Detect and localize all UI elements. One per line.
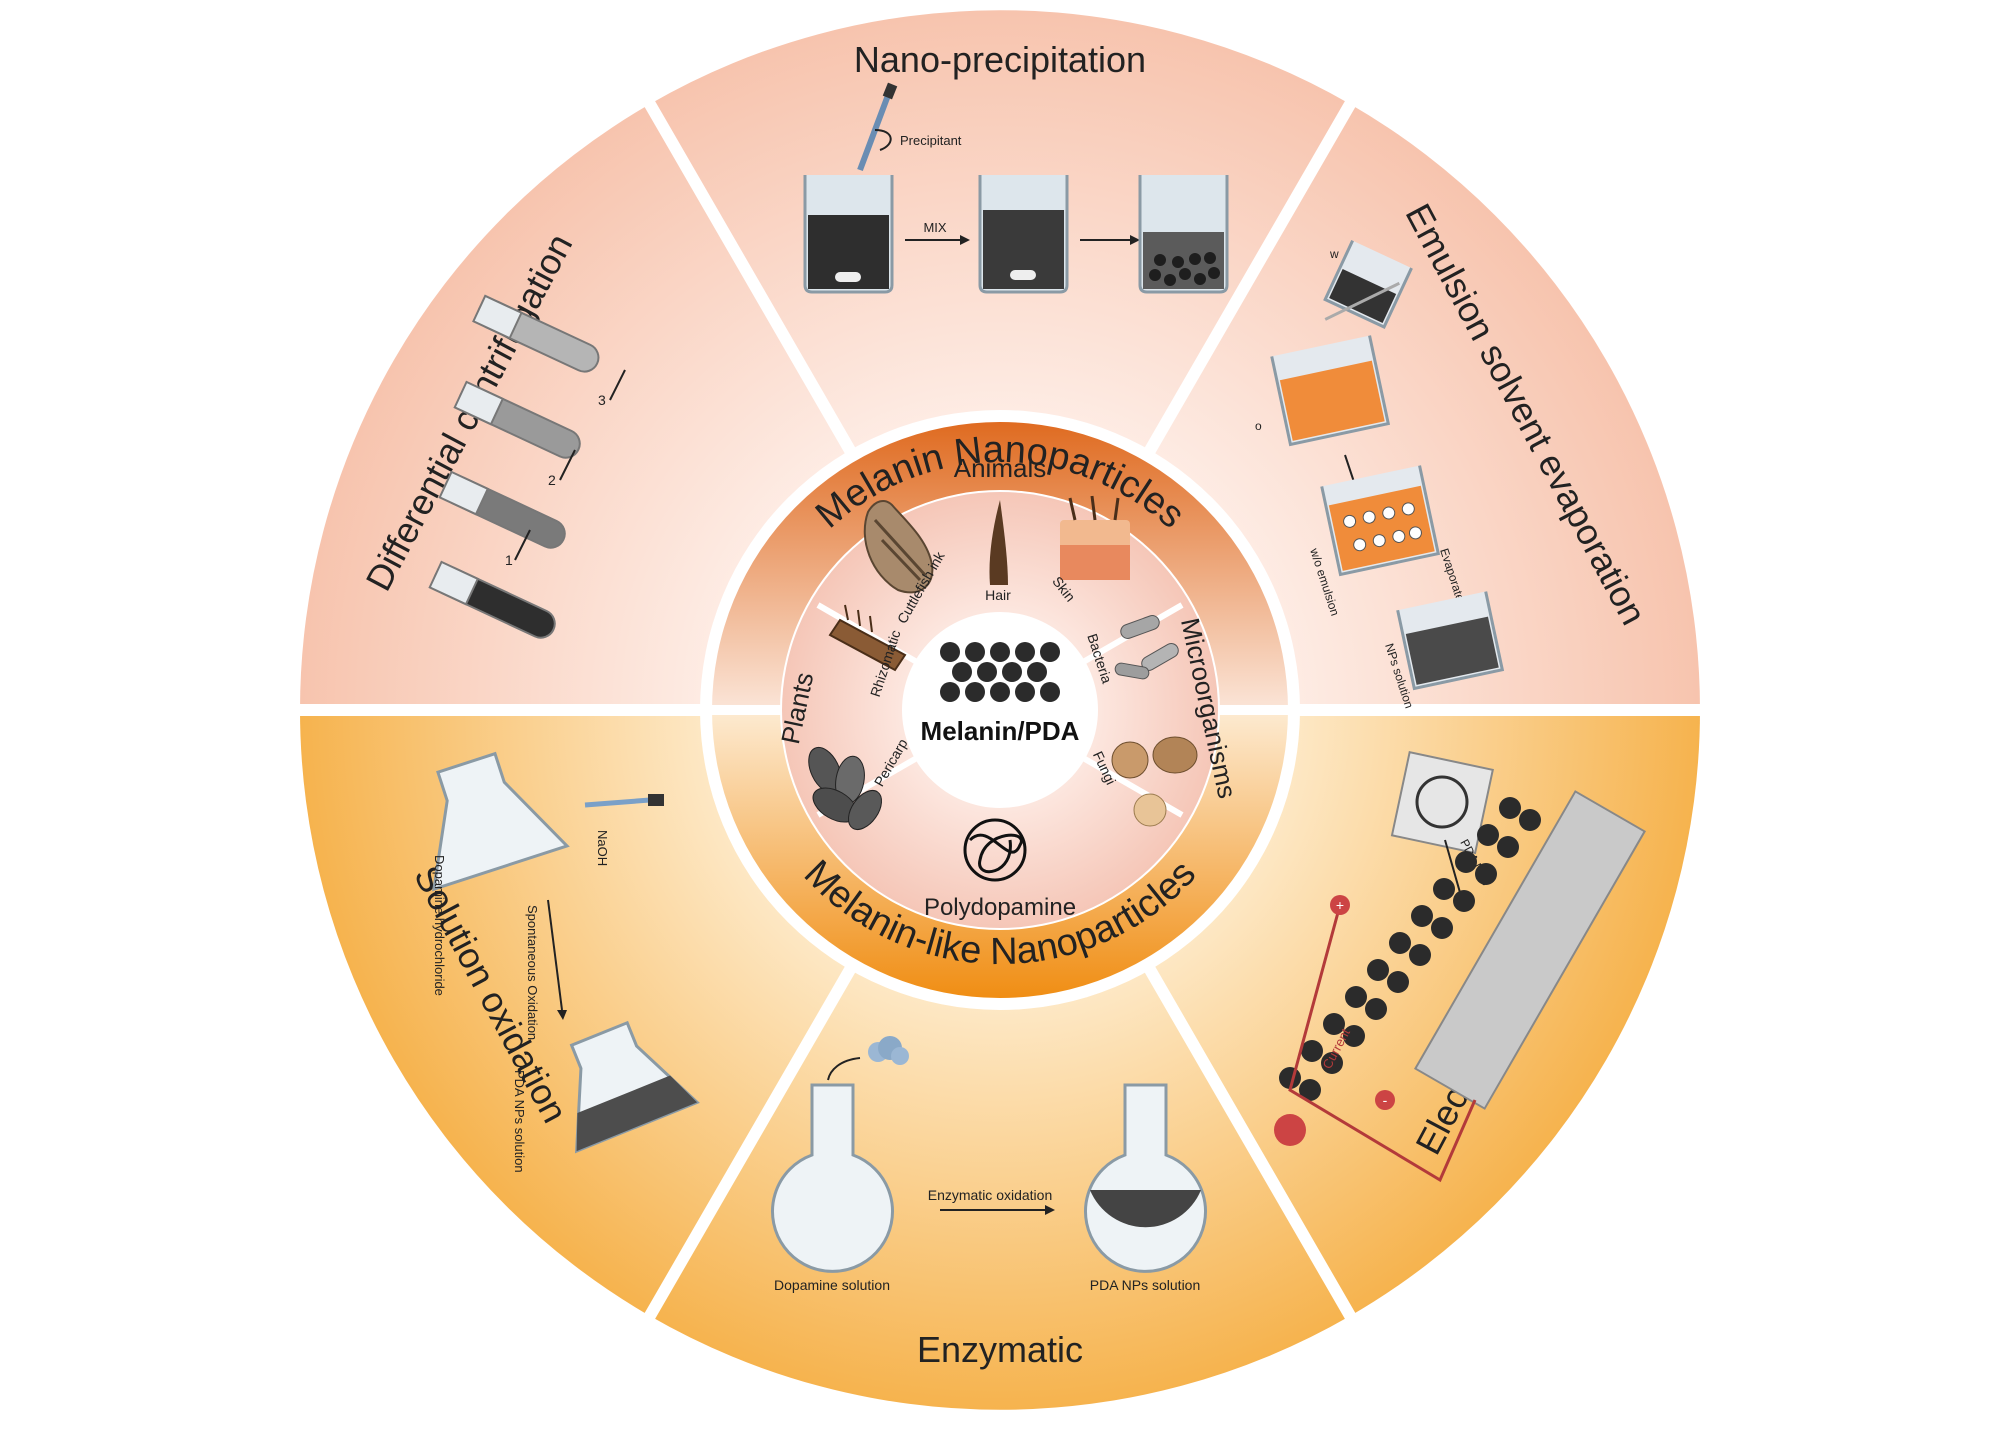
- center-particle: [1002, 662, 1022, 682]
- center-particle: [965, 642, 985, 662]
- center-particle: [1015, 682, 1035, 702]
- electro-particle: [1431, 917, 1453, 939]
- beaker-icon: [1270, 281, 1400, 447]
- o-label: o: [1255, 419, 1262, 433]
- current-source-icon: [1274, 1114, 1306, 1146]
- round-flask-icon: [1084, 1083, 1207, 1273]
- spontaneous-label: Spontaneous Oxidation: [525, 905, 540, 1040]
- electro-particle: [1455, 851, 1477, 873]
- test-tube-icon: [472, 294, 600, 373]
- dopamine-solution-label: Dopamine solution: [774, 1277, 890, 1293]
- precipitant-label: Precipitant: [900, 133, 962, 148]
- electro-particle: [1299, 1079, 1321, 1101]
- center-particle: [940, 682, 960, 702]
- center-particle: [1015, 642, 1035, 662]
- center-particle: [940, 642, 960, 662]
- step1-label: 1: [505, 552, 513, 568]
- electro-particle: [1477, 824, 1499, 846]
- electro-particle: [1387, 971, 1409, 993]
- electro-particle: [1343, 1025, 1365, 1047]
- center-circle: [902, 612, 1098, 808]
- pericarp-seeds-icon: [808, 746, 883, 831]
- animals-item-hair: Hair: [985, 587, 1011, 603]
- hair-icon: [989, 500, 1008, 585]
- center-particle: [990, 682, 1010, 702]
- center-particle: [965, 682, 985, 702]
- step3-label: 3: [598, 392, 606, 408]
- fungi-icon: [1111, 736, 1198, 827]
- center-particle: [990, 642, 1010, 662]
- cuttlefish-icon: [863, 499, 934, 594]
- rhizome-icon: [828, 604, 907, 672]
- inner-disc: Melanin/PDA Animals Cuttlefish ink Hair …: [775, 453, 1243, 928]
- ring-top-band: [712, 422, 1288, 710]
- nano-precipitation-illustration: Precipitant MIX: [803, 82, 1229, 294]
- electro-particle: [1409, 944, 1431, 966]
- electro-particle: [1519, 809, 1541, 831]
- center-particle: [1040, 642, 1060, 662]
- mix-label: MIX: [923, 220, 946, 235]
- solution-oxidation-illustration: NaOH Dopamine hydrochloride Spontaneous …: [432, 751, 700, 1173]
- electro-particle: [1389, 932, 1411, 954]
- bacteria-icon: [1114, 615, 1179, 680]
- beaker-icon: [1138, 175, 1229, 294]
- beaker-icon: [1320, 465, 1441, 577]
- enzymatic-title: Enzymatic: [917, 1329, 1083, 1370]
- w-label: w: [1329, 247, 1339, 261]
- flask-icon: [432, 751, 570, 892]
- enzymatic-illustration: Dopamine solution Enzymatic oxidation PD…: [771, 1036, 1207, 1293]
- electro-particle: [1321, 1052, 1343, 1074]
- center-particle: [1040, 682, 1060, 702]
- center-particle: [977, 662, 997, 682]
- electro-particle: [1367, 959, 1389, 981]
- nano-precipitation-title: Nano-precipitation: [854, 39, 1146, 80]
- polydopamine-title: Polydopamine: [924, 894, 1076, 921]
- flask-icon: [569, 1020, 700, 1154]
- electro-particle: [1453, 890, 1475, 912]
- electro-illustration: PDA NPs + - Current: [1274, 750, 1647, 1183]
- electrode-plate: [1413, 790, 1647, 1110]
- electro-particle: [1345, 986, 1367, 1008]
- beaker-icon: [1323, 239, 1413, 329]
- dopamine-hcl-label: Dopamine hydrochloride: [432, 855, 447, 996]
- beaker-icon: [803, 175, 894, 294]
- animals-title: Animals: [954, 453, 1046, 483]
- electro-particle: [1365, 998, 1387, 1020]
- center-label: Melanin/PDA: [921, 716, 1080, 746]
- center-particle: [952, 662, 972, 682]
- plus-label: +: [1336, 897, 1344, 913]
- electro-particle: [1475, 863, 1497, 885]
- beaker-icon: [1396, 591, 1505, 691]
- enzymatic-oxidation-label: Enzymatic oxidation: [928, 1187, 1053, 1203]
- polydopamine-icon: [963, 818, 1027, 882]
- naoh-label: NaOH: [595, 830, 610, 866]
- electro-particle: [1411, 905, 1433, 927]
- test-tube-icon: [453, 380, 581, 459]
- electro-particle: [1433, 878, 1455, 900]
- negative-electrode: [1375, 1090, 1395, 1110]
- ring-bottom-band: [712, 710, 1288, 998]
- electro-particle: [1323, 1013, 1345, 1035]
- skin-icon: [1060, 495, 1130, 580]
- test-tube-icon: [428, 560, 556, 639]
- round-flask-icon: [771, 1083, 894, 1273]
- minus-label: -: [1383, 1092, 1388, 1108]
- center-particle-grid: [940, 642, 1060, 702]
- center-particle: [1027, 662, 1047, 682]
- electro-particle: [1497, 836, 1519, 858]
- electro-particle: [1301, 1040, 1323, 1062]
- step2-label: 2: [548, 472, 556, 488]
- differential-illustration: 1 2 3: [428, 294, 626, 639]
- enzymatic-pda-solution-label: PDA NPs solution: [1090, 1277, 1201, 1293]
- oxidation-pda-solution-label: PDA NPs solution: [512, 1070, 527, 1173]
- positive-electrode: [1330, 895, 1350, 915]
- beaker-icon: [978, 175, 1069, 294]
- electro-particle: [1499, 797, 1521, 819]
- test-tube-icon: [438, 470, 566, 549]
- enzyme-cloud-icon: [868, 1036, 909, 1065]
